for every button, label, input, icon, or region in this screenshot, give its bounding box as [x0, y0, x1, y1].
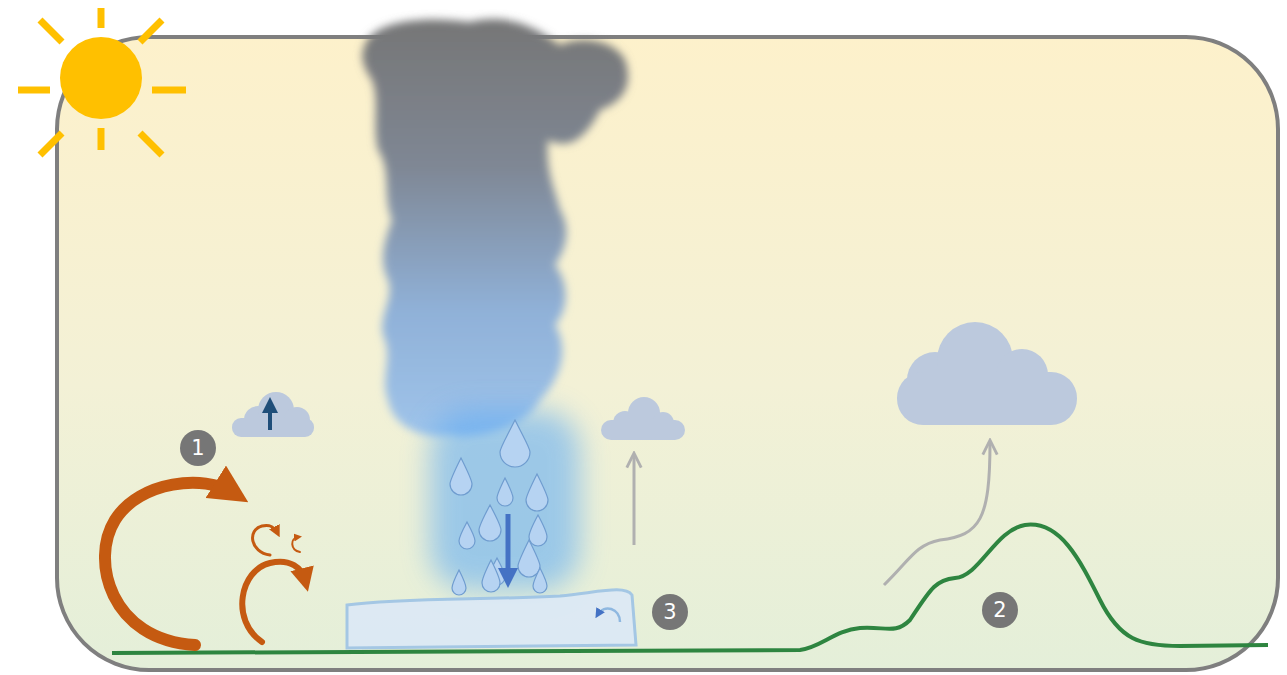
cold-pool [347, 590, 636, 648]
updraft-arrow [268, 405, 272, 430]
callout-circle [652, 594, 688, 630]
small-cloud [601, 397, 685, 440]
callout-circle [180, 430, 216, 466]
lifting-arrow [633, 455, 636, 545]
sun [18, 8, 186, 155]
callout-number: 1 [181, 431, 215, 465]
callout-circle [982, 592, 1018, 628]
storm-cloud [362, 19, 628, 436]
small-cloud [232, 392, 314, 437]
lifting-arrow [884, 442, 990, 585]
panel-frame [57, 37, 1278, 670]
callout-number: 3 [653, 595, 687, 629]
ground-line [112, 525, 1268, 653]
callout-number: 2 [983, 593, 1017, 627]
orographic-cloud [897, 322, 1077, 425]
thermal-eddies [105, 483, 305, 645]
hot-surface [107, 639, 322, 645]
rain [430, 410, 580, 595]
